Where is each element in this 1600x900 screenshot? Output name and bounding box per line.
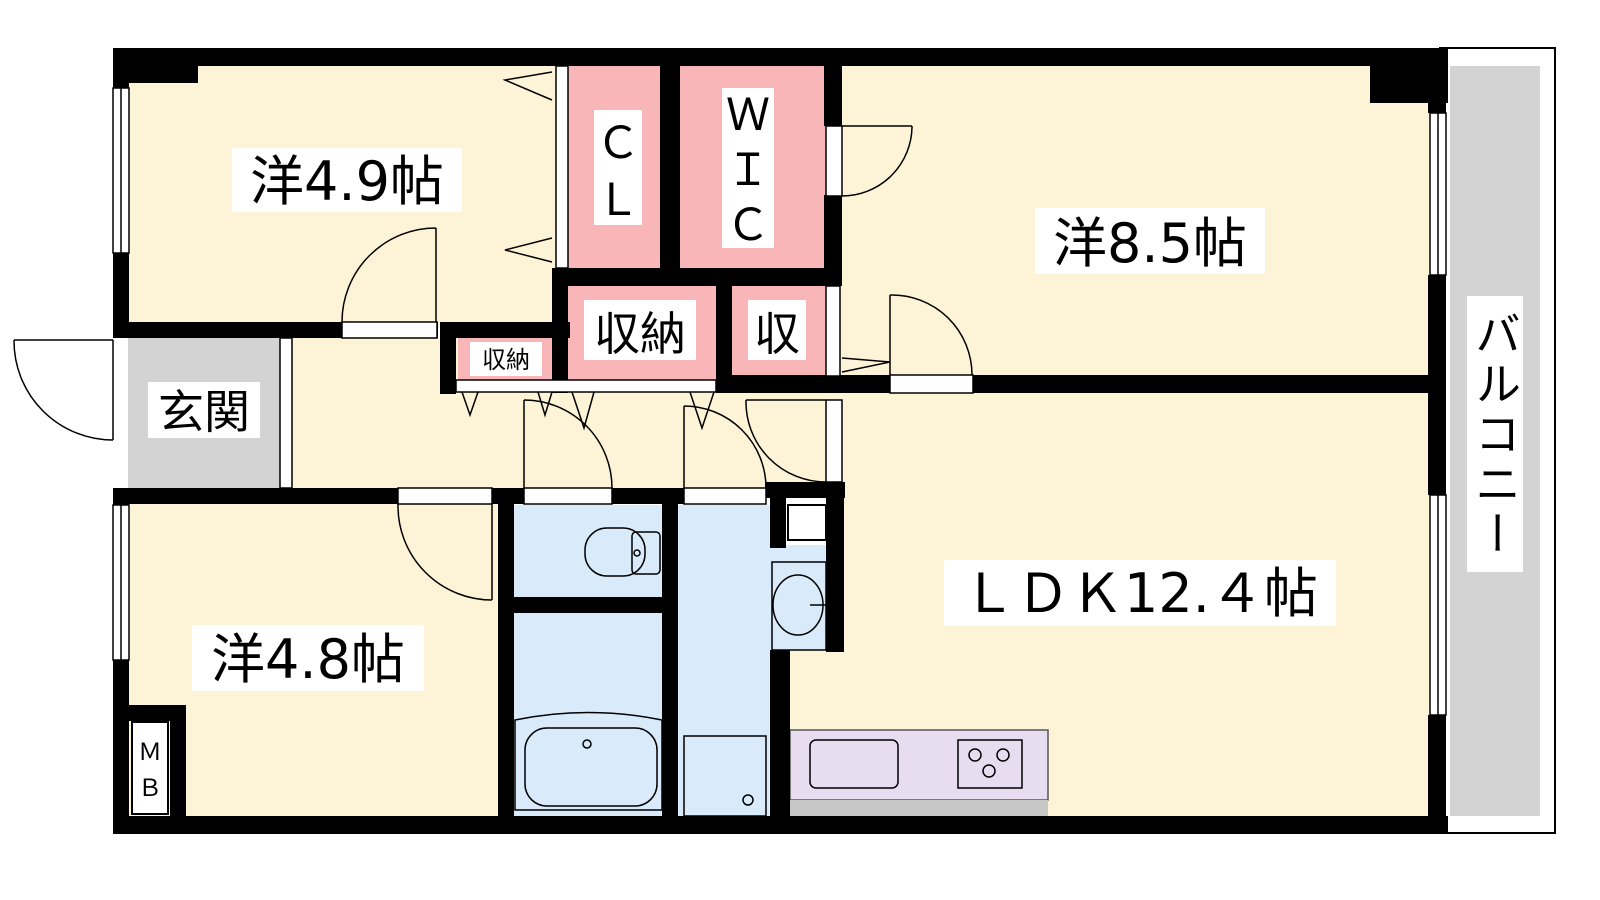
washbasin-icon: [771, 561, 827, 651]
bathtub-icon: [514, 711, 663, 811]
windows: [112, 87, 1447, 716]
washing-machine-icon: [683, 735, 767, 817]
door-swing-icon: [13, 65, 974, 601]
bedroom-ne-label: 洋8.5帖: [1053, 212, 1247, 275]
wic-label-line1: Ｗ: [726, 90, 770, 141]
mb-cabinet: [131, 721, 169, 815]
toilet-icon: [584, 527, 661, 577]
wash-box: [787, 504, 827, 541]
stove-icon: [957, 739, 1023, 789]
label-backgrounds: [148, 88, 1523, 691]
walls: [113, 48, 1448, 834]
storage-small-label: 収: [754, 307, 800, 361]
closet-label-line2: Ｌ: [596, 175, 640, 226]
balcony-label: バルコニー: [1468, 310, 1522, 560]
wic-label-line2: Ｉ: [726, 145, 770, 196]
wic-label-line3: Ｃ: [726, 200, 770, 251]
sink-icon: [809, 739, 899, 789]
mb-label-line2: Ｂ: [138, 774, 162, 802]
toilet-floor: [512, 505, 664, 597]
bedroom-sw-label: 洋4.8帖: [211, 628, 405, 691]
mb-label-line1: Ｍ: [138, 738, 162, 766]
storage-large-label: 収納: [594, 307, 686, 361]
closet-label-line1: Ｃ: [596, 118, 640, 169]
ldk-label: ＬＤＫ12.４帖: [962, 562, 1318, 625]
washroom-floor: [678, 505, 770, 825]
bedroom-nw-label: 洋4.9帖: [250, 150, 444, 213]
storage-tiny-label: 収納: [482, 346, 530, 374]
entrance-label: 玄関: [158, 385, 250, 439]
bath-floor: [512, 612, 664, 825]
